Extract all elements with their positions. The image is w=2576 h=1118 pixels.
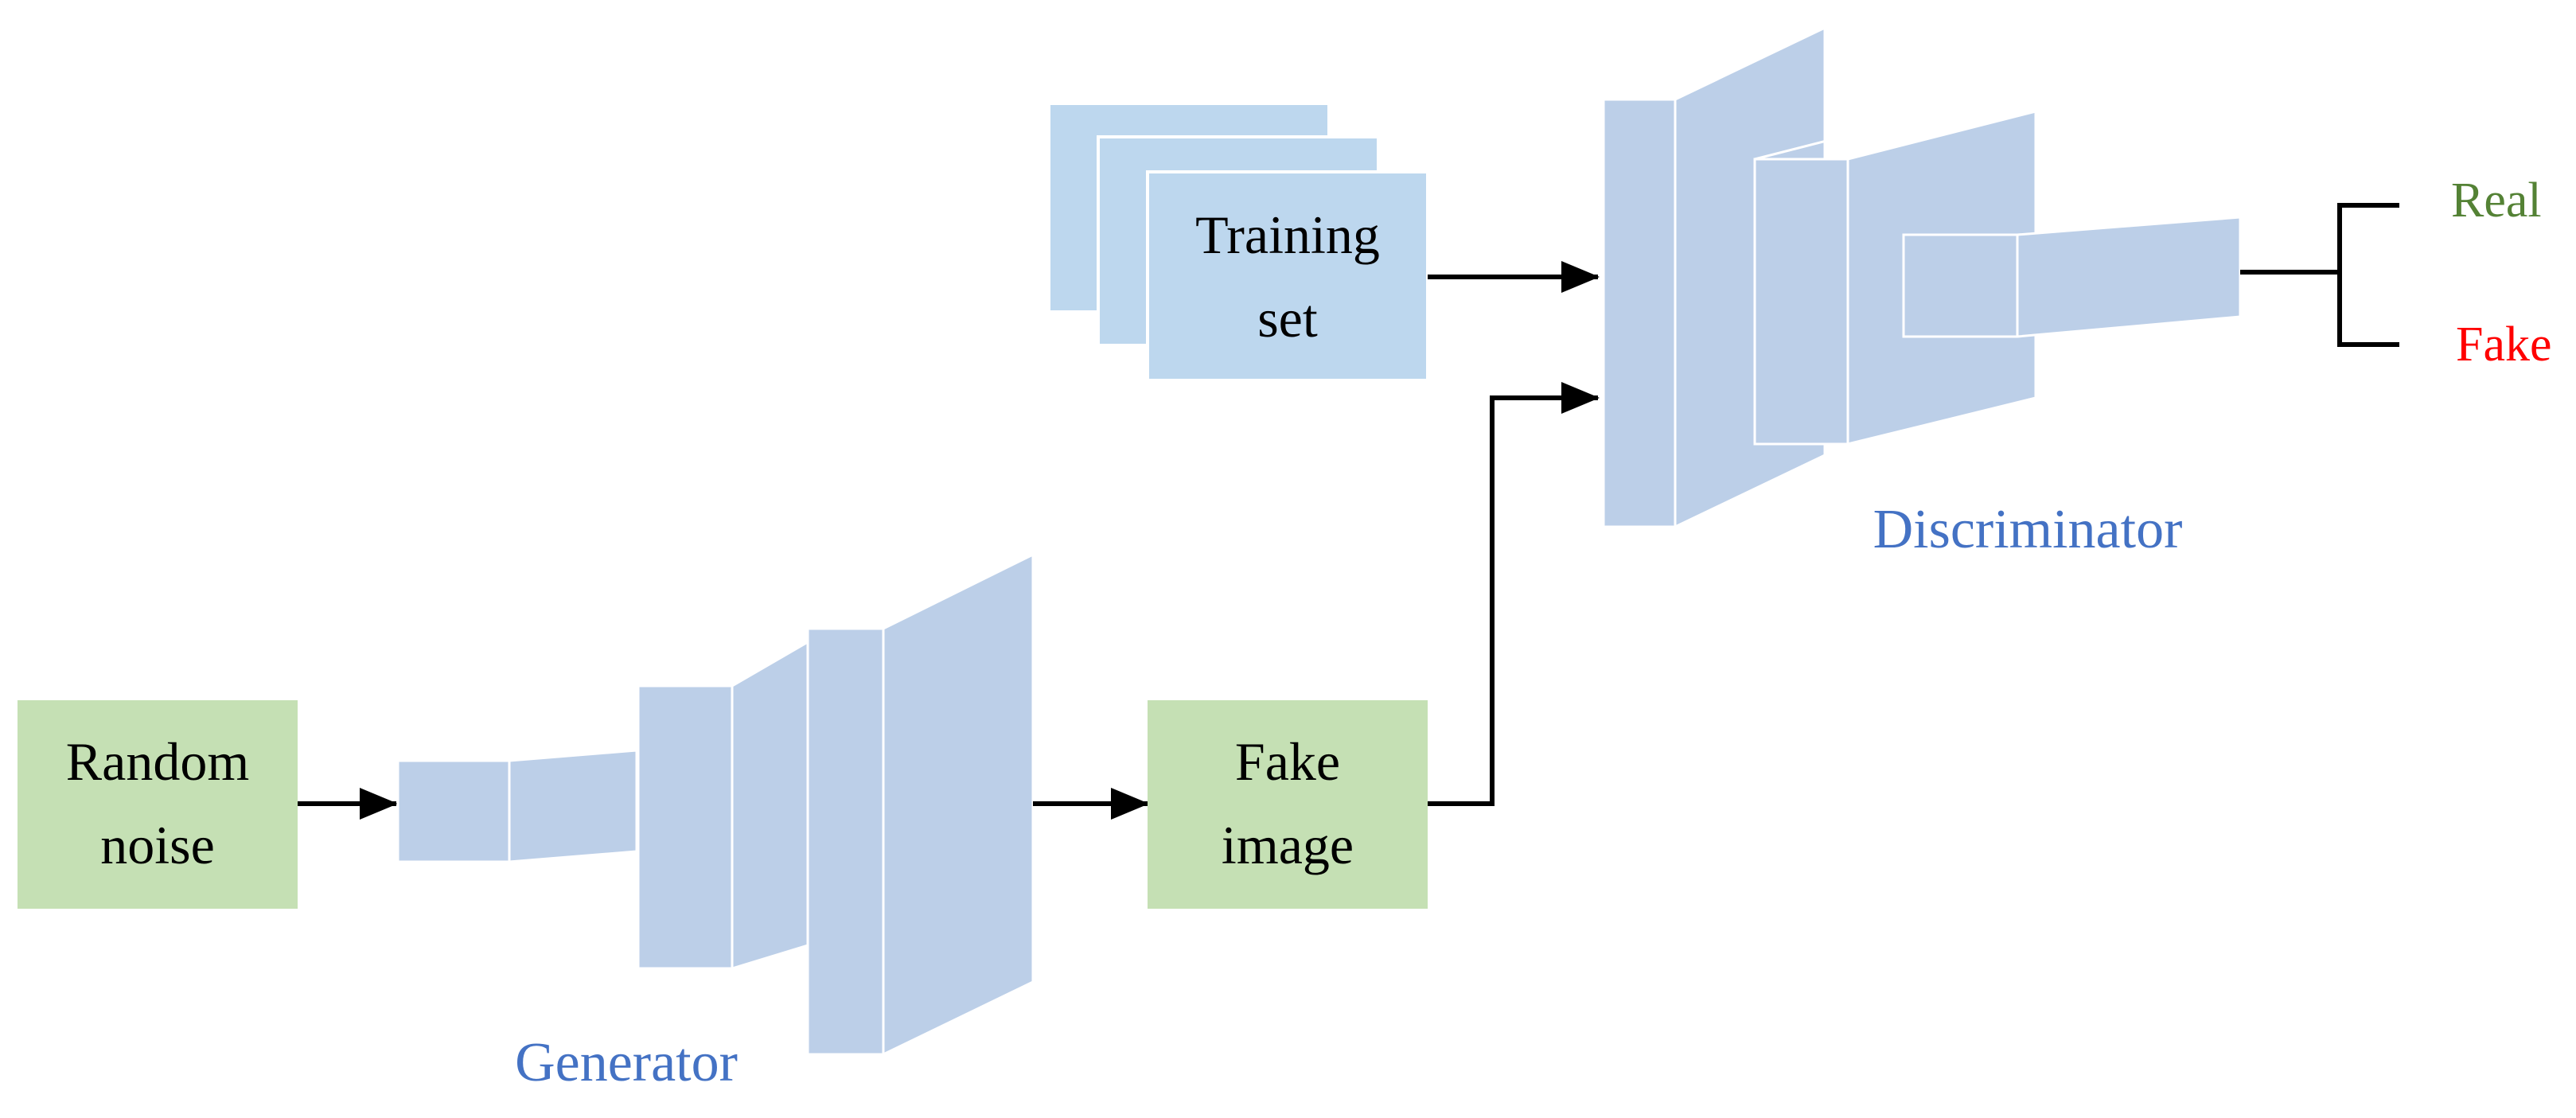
training-set-label-line2: set	[1257, 288, 1318, 349]
random-noise-node: Random noise	[18, 700, 298, 909]
generator-label: Generator	[515, 1032, 738, 1093]
training-set-node: Training set	[1047, 102, 1429, 382]
output-real-label: Real	[2451, 173, 2542, 228]
generator-network	[396, 552, 1035, 1056]
output-bracket	[2240, 203, 2399, 347]
fake-image-label-line1: Fake	[1235, 731, 1340, 792]
discriminator-layer-2-top-edge	[1754, 110, 1943, 161]
training-set-label-line1: Training	[1195, 205, 1380, 265]
generator-layer-2-top-edge	[637, 641, 715, 688]
generator-layer-1	[396, 749, 638, 863]
generator-layer-3-top-edge	[807, 553, 960, 630]
generator-layer-3	[806, 552, 1035, 1056]
generator-layer-2	[637, 640, 809, 970]
random-noise-box	[18, 700, 298, 909]
discriminator-label: Discriminator	[1873, 499, 2183, 560]
fake-image-node: Fake image	[1148, 700, 1428, 909]
fake-image-box	[1148, 700, 1428, 909]
random-noise-label-line1: Random	[66, 731, 249, 792]
arrow-fake-image-to-discriminator	[1428, 382, 1600, 806]
output-fake-label: Fake	[2456, 317, 2552, 372]
fake-image-label-line2: image	[1222, 815, 1354, 875]
discriminator-layer-3	[1902, 216, 2242, 338]
discriminator-network	[1602, 25, 2242, 528]
training-set-card-front	[1146, 170, 1429, 382]
discriminator-layer-1-top-edge	[1603, 26, 1756, 101]
random-noise-label-line2: noise	[100, 815, 215, 875]
